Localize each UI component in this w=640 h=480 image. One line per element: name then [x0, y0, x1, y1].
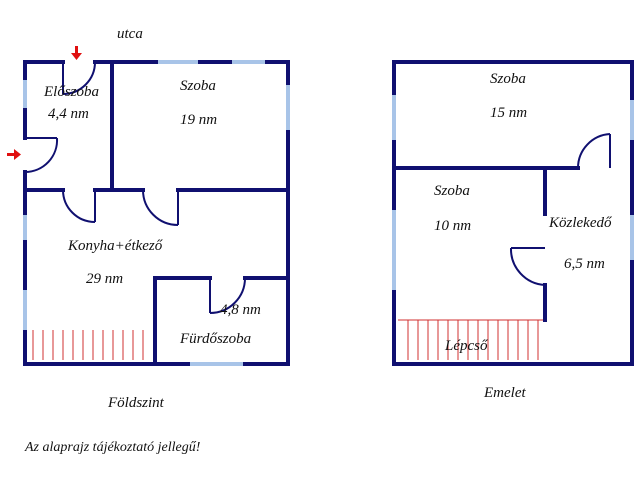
- entrance-arrow-icon: [71, 46, 82, 60]
- entrance-arrow-icon: [7, 149, 21, 160]
- room-name: Szoba: [180, 78, 216, 94]
- street-label: utca: [117, 26, 143, 42]
- room-name: Előszoba: [44, 84, 100, 100]
- room-area: 19 nm: [180, 112, 218, 128]
- room-name: Közlekedő: [549, 215, 612, 231]
- ground-floor-caption: Földszint: [108, 395, 164, 411]
- room-area: 4,8 nm: [220, 302, 261, 318]
- room-area: 6,5 nm: [564, 256, 605, 272]
- room-name: Szoba: [434, 183, 470, 199]
- room-name: Konyha+étkező: [68, 238, 163, 254]
- disclaimer-note: Az alaprajz tájékoztató jellegű!: [25, 440, 201, 455]
- upper-floor-stairs: [407, 320, 539, 360]
- room-area: 15 nm: [490, 105, 528, 121]
- room-area: 29 nm: [86, 271, 124, 287]
- ground-floor-doors: [24, 61, 246, 314]
- upper-floor-doors: [509, 133, 611, 286]
- room-name: Fürdőszoba: [180, 331, 252, 347]
- room-area: 10 nm: [434, 218, 472, 234]
- upper-floor-windows: [392, 95, 634, 290]
- upper-floor-caption: Emelet: [484, 385, 526, 401]
- ground-floor-stairs: [32, 330, 144, 360]
- room-name: Lépcső: [445, 338, 488, 354]
- ground-floor-windows: [23, 60, 290, 366]
- room-area: 4,4 nm: [48, 106, 89, 122]
- room-name: Szoba: [490, 71, 526, 87]
